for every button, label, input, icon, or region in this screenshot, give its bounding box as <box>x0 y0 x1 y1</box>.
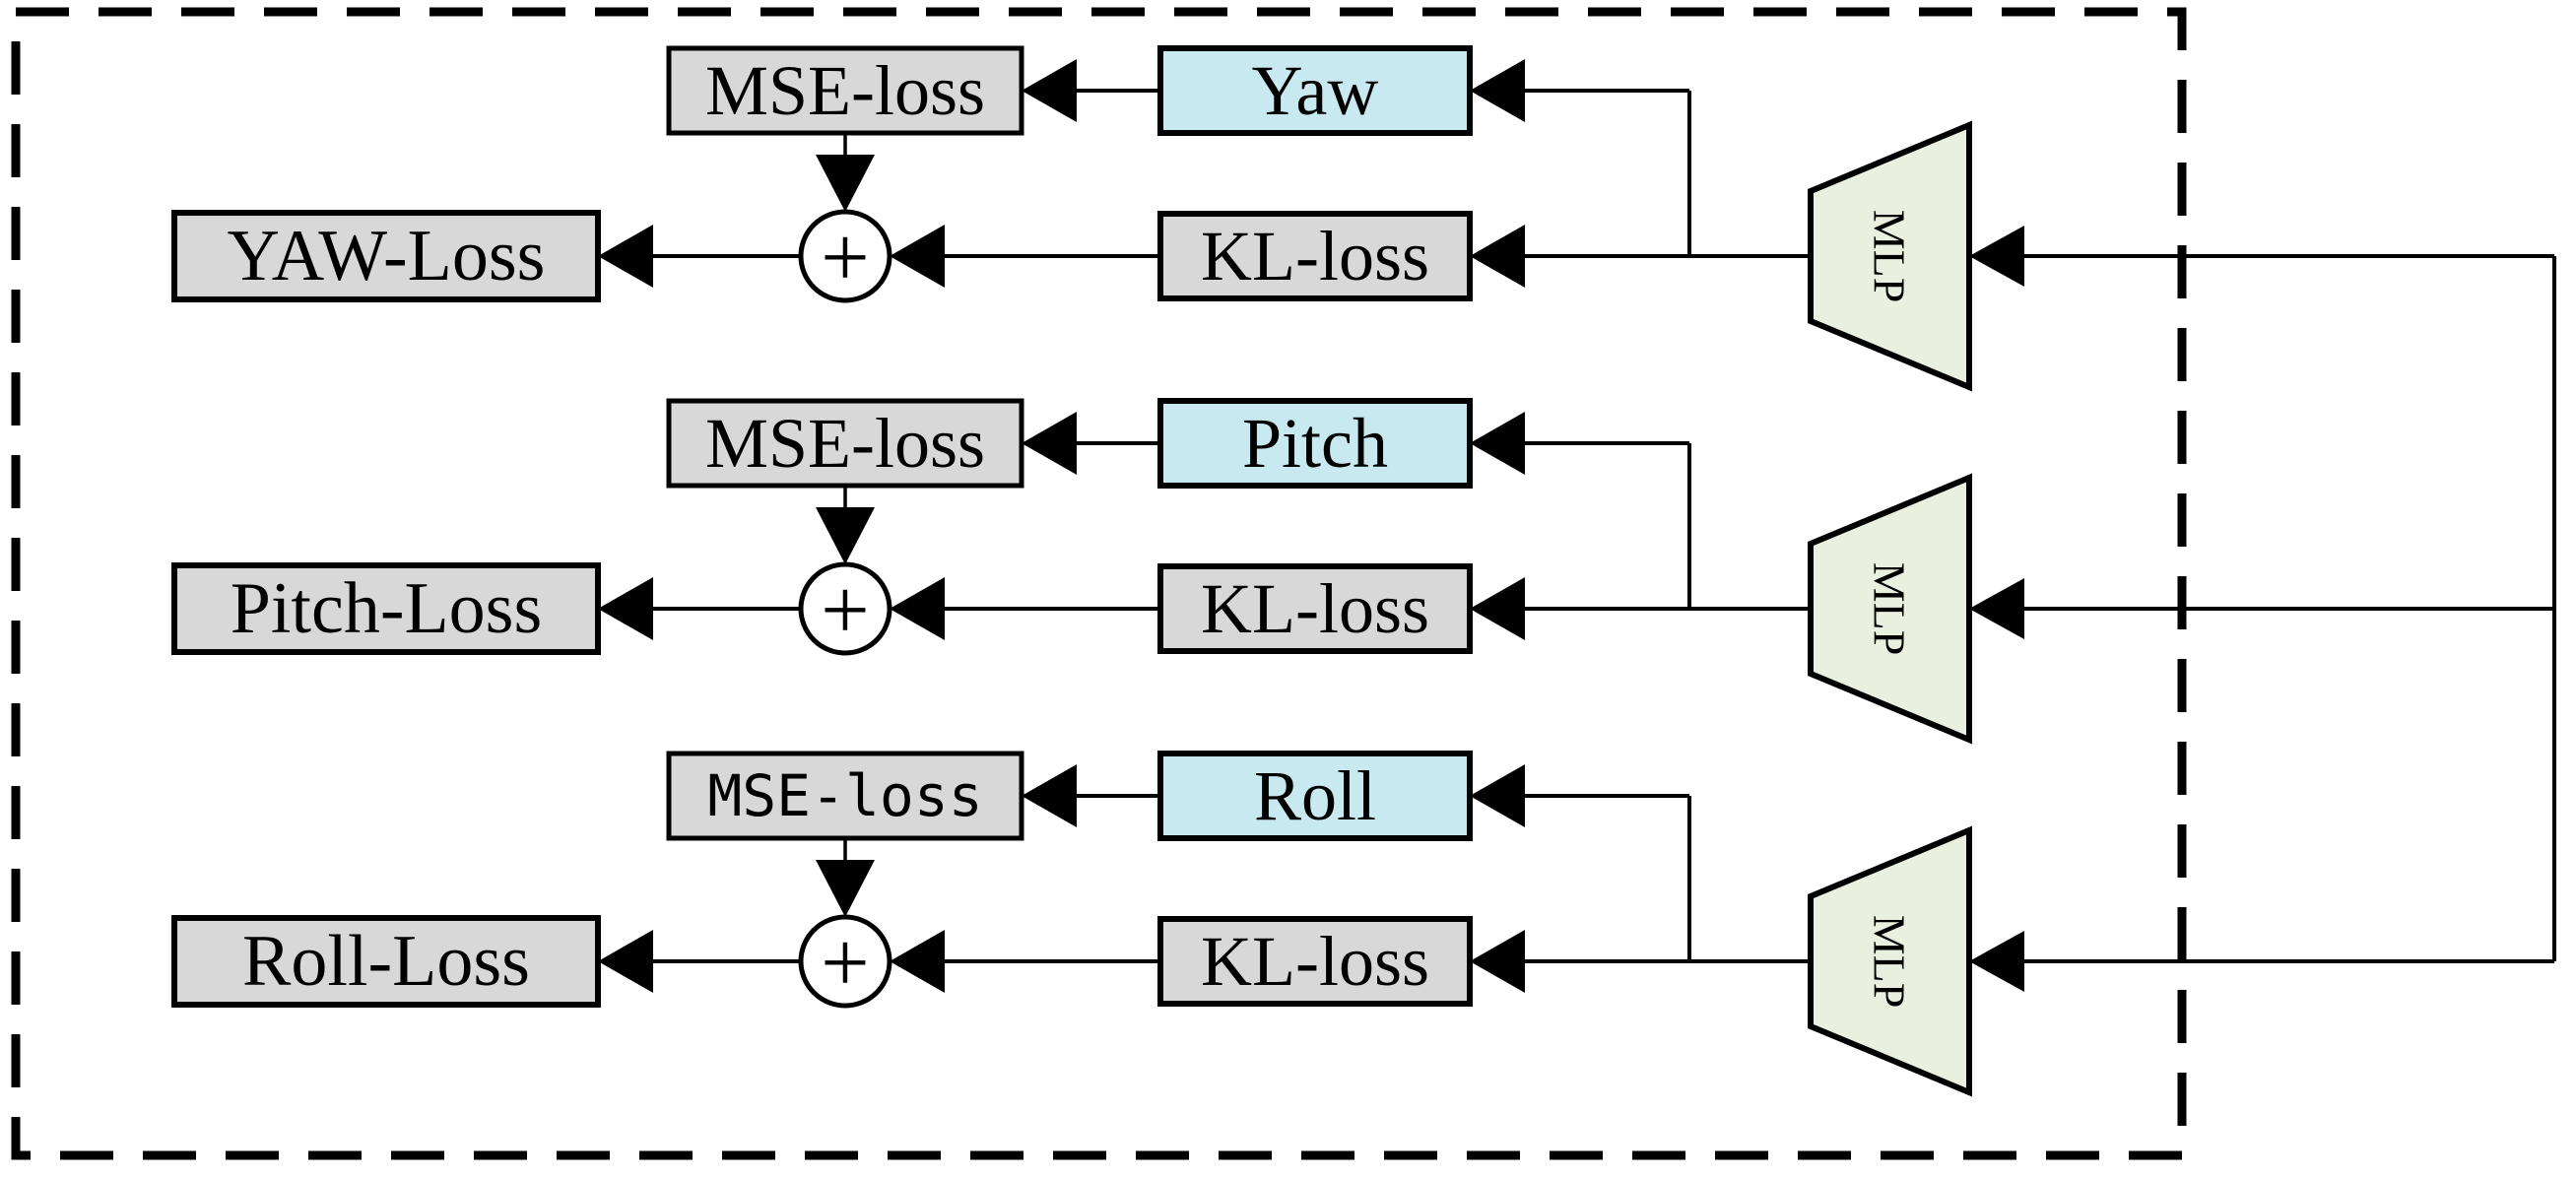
yaw-total-loss-label: YAW-Loss <box>228 216 546 296</box>
yaw-plus-symbol: + <box>821 211 870 306</box>
yaw-kl-arrowhead-icon <box>1470 225 1525 288</box>
roll-angle-box <box>1157 751 1473 841</box>
roll-angle-arrowhead-icon <box>1470 764 1525 827</box>
yaw-mse-arrowhead-icon <box>1022 59 1077 122</box>
yaw-mse-label: MSE-loss <box>705 51 985 130</box>
yaw-sum-right-arrowhead-icon <box>890 225 945 288</box>
yaw-total-loss-box <box>171 210 601 302</box>
yaw-angle-arrowhead-icon <box>1470 59 1525 122</box>
roll-kl-box <box>1157 916 1473 1007</box>
roll-mse-box <box>666 751 1024 841</box>
yaw-branch: MLP Yaw MSE-loss KL-loss + YAW-Loss <box>171 45 2554 392</box>
yaw-mlp-input-arrowhead-icon <box>1969 226 2024 287</box>
yaw-mlp-label: MLP <box>1865 210 1915 303</box>
pitch-total-loss-label: Pitch-Loss <box>231 568 543 649</box>
roll-total-loss-label: Roll-Loss <box>242 921 530 1002</box>
yaw-total-arrowhead-icon <box>598 225 653 288</box>
roll-angle-label: Roll <box>1254 756 1376 835</box>
pitch-sum-right-arrowhead-icon <box>890 577 945 640</box>
yaw-kl-label: KL-loss <box>1201 217 1429 295</box>
pitch-angle-arrowhead-icon <box>1470 412 1525 475</box>
pitch-mlp-input-arrowhead-icon <box>1969 578 2024 639</box>
roll-sum-top-arrowhead-icon <box>816 860 875 917</box>
roll-plus-symbol: + <box>821 916 870 1012</box>
pitch-mlp-node <box>1808 473 1972 745</box>
pitch-mse-label: MSE-loss <box>705 404 985 483</box>
pitch-branch: MLP Pitch MSE-loss KL-loss + Pitch-Loss <box>171 398 2554 745</box>
yaw-mse-box <box>666 45 1024 136</box>
roll-kl-label: KL-loss <box>1201 922 1429 1001</box>
pitch-mlp-label: MLP <box>1865 562 1915 656</box>
pitch-sum-top-arrowhead-icon <box>816 507 875 564</box>
roll-mse-label: MSE-loss <box>707 762 982 829</box>
yaw-angle-label: Yaw <box>1252 51 1379 130</box>
roll-kl-arrowhead-icon <box>1470 930 1525 993</box>
roll-mlp-label: MLP <box>1865 915 1915 1009</box>
pitch-kl-label: KL-loss <box>1201 569 1429 648</box>
pitch-total-loss-box <box>171 562 601 655</box>
roll-mlp-input-arrowhead-icon <box>1969 931 2024 992</box>
roll-mlp-node <box>1808 825 1972 1097</box>
roll-total-loss-box <box>171 915 601 1008</box>
pitch-angle-label: Pitch <box>1242 404 1388 483</box>
roll-mse-arrowhead-icon <box>1022 764 1077 827</box>
roll-sum-right-arrowhead-icon <box>890 930 945 993</box>
yaw-mlp-node <box>1808 120 1972 392</box>
dashed-boundary <box>11 7 2187 1160</box>
pitch-mse-arrowhead-icon <box>1022 412 1077 475</box>
yaw-sum-top-arrowhead-icon <box>816 155 875 212</box>
pitch-plus-symbol: + <box>821 563 870 659</box>
roll-total-arrowhead-icon <box>598 930 653 993</box>
roll-branch: MLP Roll MSE-loss KL-loss + Roll-Loss <box>171 751 2554 1097</box>
pitch-total-arrowhead-icon <box>598 577 653 640</box>
yaw-angle-box <box>1157 45 1473 136</box>
pitch-kl-arrowhead-icon <box>1470 577 1525 640</box>
